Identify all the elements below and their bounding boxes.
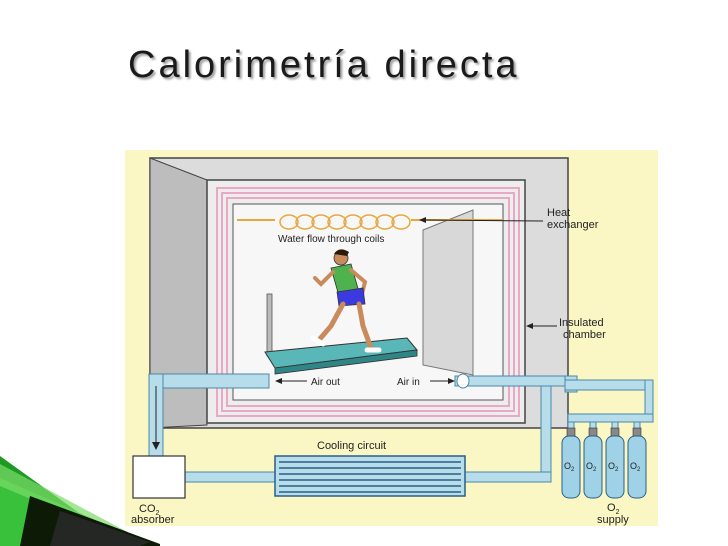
svg-text:O2: O2: [586, 461, 597, 473]
o2-supply-label: supply: [597, 514, 629, 526]
air-in-label: Air in: [397, 377, 420, 388]
o2-tanks: [567, 421, 641, 431]
heat-exchanger-label-line2: exchanger: [547, 219, 599, 231]
calorimeter-diagram: Water flow through coils Air out Air in: [125, 150, 658, 526]
svg-text:O2: O2: [608, 461, 619, 473]
co2-absorber-box: [132, 455, 186, 499]
heat-exchanger-arrow: [424, 219, 544, 222]
o2-tank-4: O2: [627, 427, 647, 499]
corner-decoration: [0, 456, 160, 546]
water-flow-label: Water flow through coils: [278, 234, 384, 245]
o2-supply-formula: O2: [607, 502, 620, 516]
air-out-label: Air out: [311, 377, 340, 388]
insulated-chamber-label-line1: Insulated: [559, 317, 604, 329]
svg-text:O2: O2: [564, 461, 575, 473]
o2-tank-1: O2: [561, 427, 581, 499]
cooling-circuit-label: Cooling circuit: [317, 440, 386, 452]
treadmill: [264, 293, 418, 375]
absorber-label: absorber: [131, 514, 175, 526]
insulated-chamber-label-line2: chamber: [563, 329, 606, 341]
o2-tank-3: O2: [605, 427, 625, 499]
air-out-pipe: [148, 373, 270, 389]
runner-figure: [310, 249, 382, 353]
co2-absorber-label: CO2: [139, 503, 160, 517]
slide-title: Calorimetría directa: [128, 44, 520, 86]
air-in-pipe: [454, 375, 576, 387]
heat-exchanger-label-line1: Heat: [547, 207, 570, 219]
o2-tank-2: O2: [583, 427, 603, 499]
cooling-circuit: [274, 455, 466, 497]
svg-text:O2: O2: [630, 461, 641, 473]
